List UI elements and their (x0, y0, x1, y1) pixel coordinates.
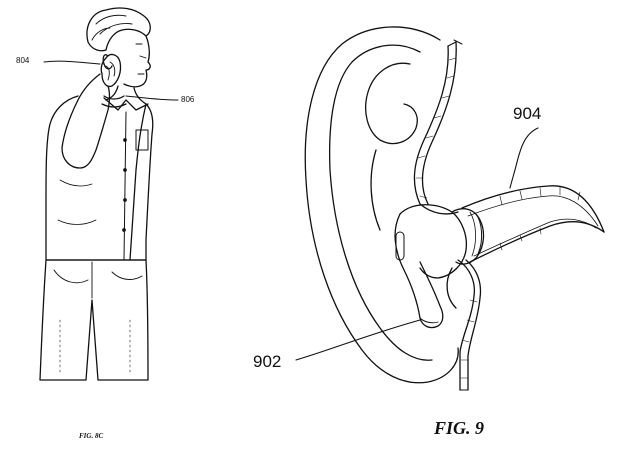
ear-figure (305, 27, 604, 390)
earbud (395, 205, 483, 328)
leader-804 (44, 61, 100, 64)
ref-806: 806 (181, 95, 195, 104)
ear-wall (414, 46, 458, 214)
caption-fig-8c: FIG. 8C (79, 432, 104, 440)
ref-902: 902 (253, 352, 282, 371)
shirt (46, 96, 146, 260)
leader-904 (510, 128, 538, 188)
helix-rim (330, 45, 432, 360)
antihelix (366, 63, 418, 143)
caption-fig-9: FIG. 9 (434, 418, 485, 438)
hand (101, 55, 120, 87)
leader-806 (126, 96, 178, 100)
pocket (136, 130, 148, 150)
ref-804: 804 (16, 56, 30, 65)
outer-ear (305, 27, 458, 383)
ref-904: 904 (513, 104, 542, 123)
tragus (447, 268, 456, 308)
collar (104, 98, 148, 110)
jeans (40, 260, 148, 380)
raised-arm (62, 74, 110, 168)
ear (103, 55, 112, 69)
face (124, 36, 150, 87)
ear-canal (462, 186, 604, 232)
shirt-placket (124, 112, 126, 260)
section-hatching (416, 58, 580, 378)
leader-902 (296, 320, 420, 360)
wrist-band (102, 96, 126, 107)
